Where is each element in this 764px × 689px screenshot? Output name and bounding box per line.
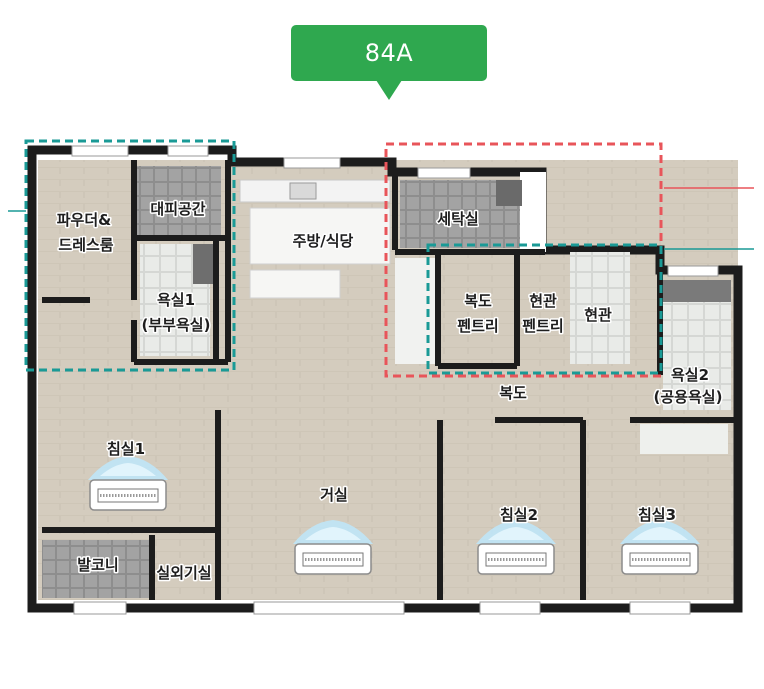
teal-outline-pantry (426, 243, 663, 375)
teal-outline-dress (24, 139, 236, 372)
label-entry-pantry-2: 펜트리 (522, 317, 563, 335)
label-outdoor-unit: 실외기실 (156, 564, 211, 582)
label-bath1-2: (부부욕실) (142, 316, 211, 334)
label-living: 거실 (320, 486, 348, 504)
label-bath2-1: 욕실2 (671, 366, 709, 384)
label-bath1-1: 욕실1 (157, 291, 195, 309)
label-bedroom3: 침실3 (638, 506, 676, 524)
label-entry-pantry-1: 현관 (529, 292, 557, 310)
label-hall-pantry-2: 펜트리 (457, 317, 498, 335)
unit-type-badge: 84A (291, 25, 487, 81)
label-entrance: 현관 (584, 306, 612, 324)
label-hallway: 복도 (499, 384, 527, 402)
label-bath2-2: (공용욕실) (654, 388, 723, 406)
label-bedroom1: 침실1 (107, 440, 145, 458)
badge-pointer (376, 80, 402, 100)
label-powder-dress-2: 드레스룸 (58, 236, 113, 254)
label-hall-pantry-1: 복도 (464, 292, 492, 310)
label-balcony: 발코니 (77, 556, 118, 574)
unit-type-label: 84A (364, 39, 414, 67)
label-powder-dress-1: 파우더& (57, 211, 111, 229)
label-bedroom2: 침실2 (500, 506, 538, 524)
label-evacuation: 대피공간 (150, 200, 205, 218)
label-kitchen: 주방/식당 (293, 232, 354, 250)
label-laundry: 세탁실 (437, 210, 478, 228)
